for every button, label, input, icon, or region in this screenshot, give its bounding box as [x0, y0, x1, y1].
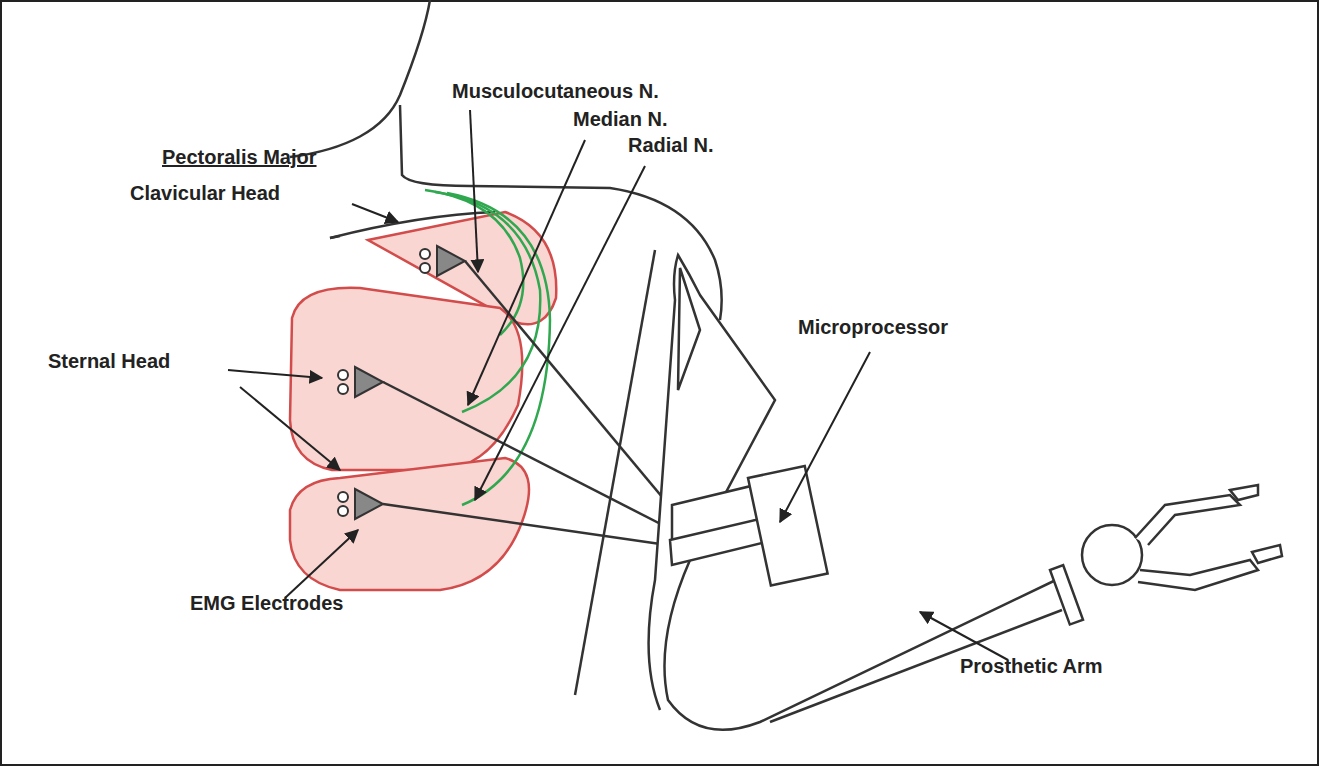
part-label: Clavicular Head — [130, 182, 280, 204]
muscle-label: Pectoralis Major — [162, 146, 317, 168]
nerve-label: Radial N. — [628, 134, 714, 156]
emg-electrodes — [338, 246, 465, 519]
chest-line — [330, 236, 340, 238]
component-label: Prosthetic Arm — [960, 655, 1103, 677]
wires — [383, 261, 688, 548]
pectoralis-muscle — [290, 212, 556, 590]
component-label: EMG Electrodes — [190, 592, 343, 614]
prosthetic-arm — [649, 255, 1282, 730]
nerve-label: Median N. — [573, 108, 667, 130]
component-label: Microprocessor — [798, 316, 948, 338]
part-label: Sternal Head — [48, 350, 170, 372]
leader-lines — [228, 110, 1008, 660]
nerve-label: Musculocutaneous N. — [452, 80, 659, 102]
